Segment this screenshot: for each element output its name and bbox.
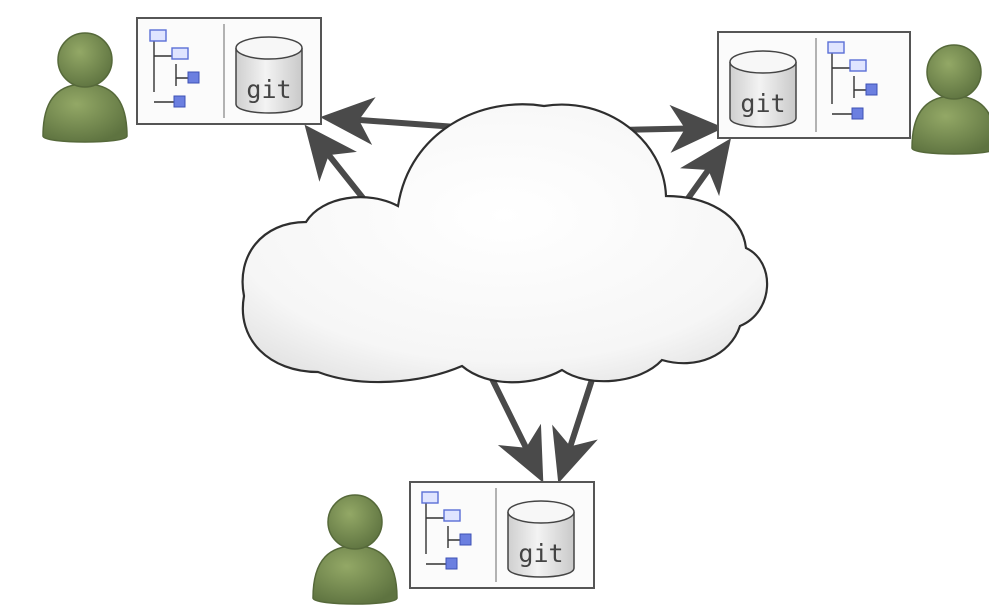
developer-node-bottom: git (312, 481, 595, 605)
arrow-cloud-to-top-right-tree (680, 138, 731, 207)
cloud-icon (241, 103, 769, 384)
git-label: git (518, 539, 563, 568)
git-repo-icon: git (729, 50, 797, 128)
user-icon (42, 32, 128, 143)
developer-node-top-right: git (717, 31, 989, 155)
user-icon (911, 44, 989, 155)
user-icon (312, 494, 398, 605)
git-repo-icon: git (507, 500, 575, 578)
git-label: git (246, 75, 291, 104)
git-repo-icon: git (235, 36, 303, 114)
developer-node-top-left: git (42, 17, 322, 143)
git-label: git (740, 89, 785, 118)
arrow-cloud-to-top-right-repo (617, 104, 724, 153)
